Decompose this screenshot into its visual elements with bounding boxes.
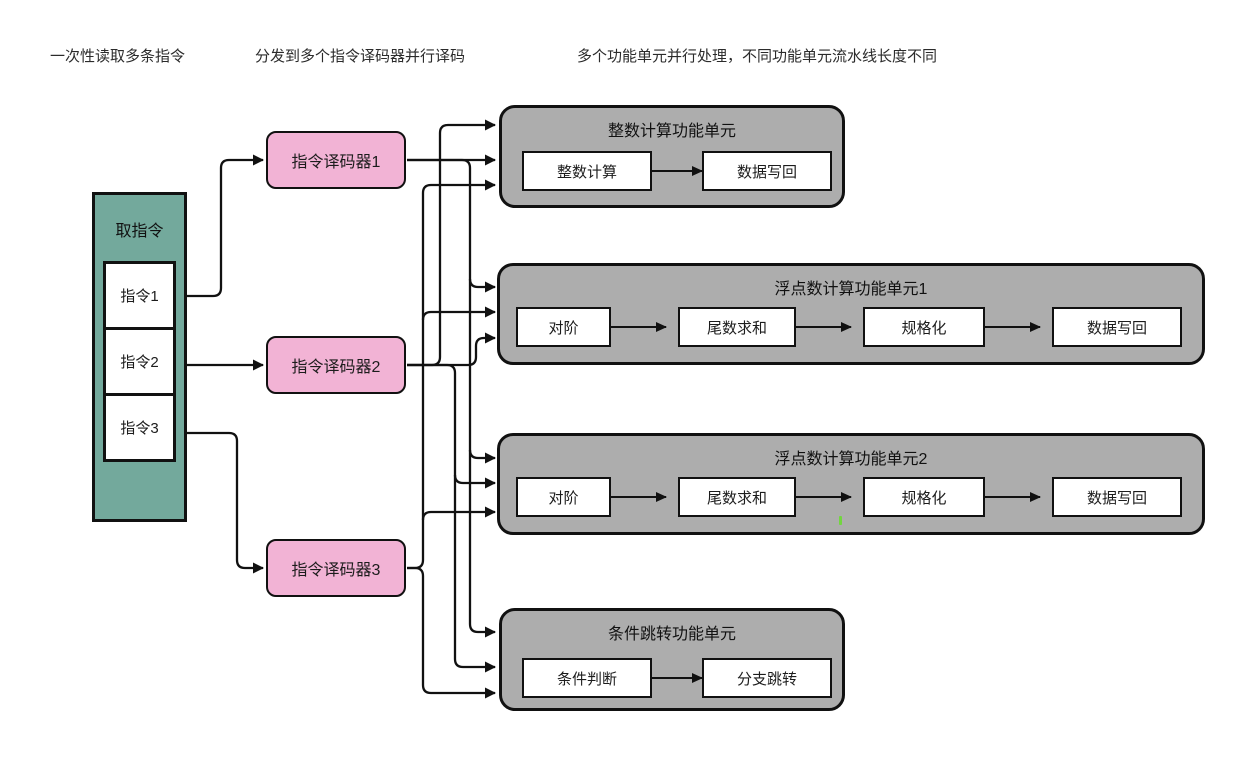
stage-arrow [611,495,666,499]
instruction-3-box: 指令3 [103,393,176,462]
stage-box: 对阶 [516,477,611,517]
fetch-unit-box: 取指令 指令1 指令2 指令3 [92,192,187,522]
stray-green-mark [839,516,842,525]
stage-box: 整数计算 [522,151,652,191]
branch-unit-title: 条件跳转功能单元 [607,626,736,643]
float-unit-1-title: 浮点数计算功能单元1 [774,281,928,298]
annotation-fetch: 一次性读取多条指令 [50,48,186,65]
stage-box: 尾数求和 [678,477,796,517]
stage-arrow [985,325,1040,329]
stage-arrow [611,325,666,329]
stage-box: 对阶 [516,307,611,347]
stage-arrow [652,169,702,173]
integer-unit-box: 整数计算功能单元 整数计算 数据写回 [499,105,845,208]
float-unit-1-stages: 对阶 尾数求和 规格化 数据写回 [500,307,1202,347]
stage-arrow [985,495,1040,499]
stage-box: 尾数求和 [678,307,796,347]
fetch-unit-title: 取指令 [115,223,164,240]
annotation-decode: 分发到多个指令译码器并行译码 [255,48,466,65]
integer-unit-title: 整数计算功能单元 [607,123,736,140]
annotation-execute: 多个功能单元并行处理，不同功能单元流水线长度不同 [577,48,938,65]
stage-box: 数据写回 [1052,307,1182,347]
float-unit-2-stages: 对阶 尾数求和 规格化 数据写回 [500,477,1202,517]
instruction-2-box: 指令2 [103,327,176,396]
branch-unit-stages: 条件判断 分支跳转 [502,658,842,698]
stage-box: 数据写回 [1052,477,1182,517]
float-unit-1-box: 浮点数计算功能单元1 对阶 尾数求和 规格化 数据写回 [497,263,1205,365]
float-unit-2-box: 浮点数计算功能单元2 对阶 尾数求和 规格化 数据写回 [497,433,1205,535]
stage-box: 数据写回 [702,151,832,191]
stage-box: 规格化 [863,477,985,517]
decoder-1-box: 指令译码器1 [266,131,406,189]
stage-box: 规格化 [863,307,985,347]
stage-box: 分支跳转 [702,658,832,698]
integer-unit-stages: 整数计算 数据写回 [502,151,842,191]
stage-arrow [796,325,851,329]
decoder-2-box: 指令译码器2 [266,336,406,394]
float-unit-2-title: 浮点数计算功能单元2 [774,451,928,468]
decoder-3-box: 指令译码器3 [266,539,406,597]
instruction-stack: 指令1 指令2 指令3 [103,261,176,462]
stage-arrow [796,495,851,499]
stage-arrow [652,676,702,680]
instruction-1-box: 指令1 [103,261,176,330]
stage-box: 条件判断 [522,658,652,698]
branch-unit-box: 条件跳转功能单元 条件判断 分支跳转 [499,608,845,711]
